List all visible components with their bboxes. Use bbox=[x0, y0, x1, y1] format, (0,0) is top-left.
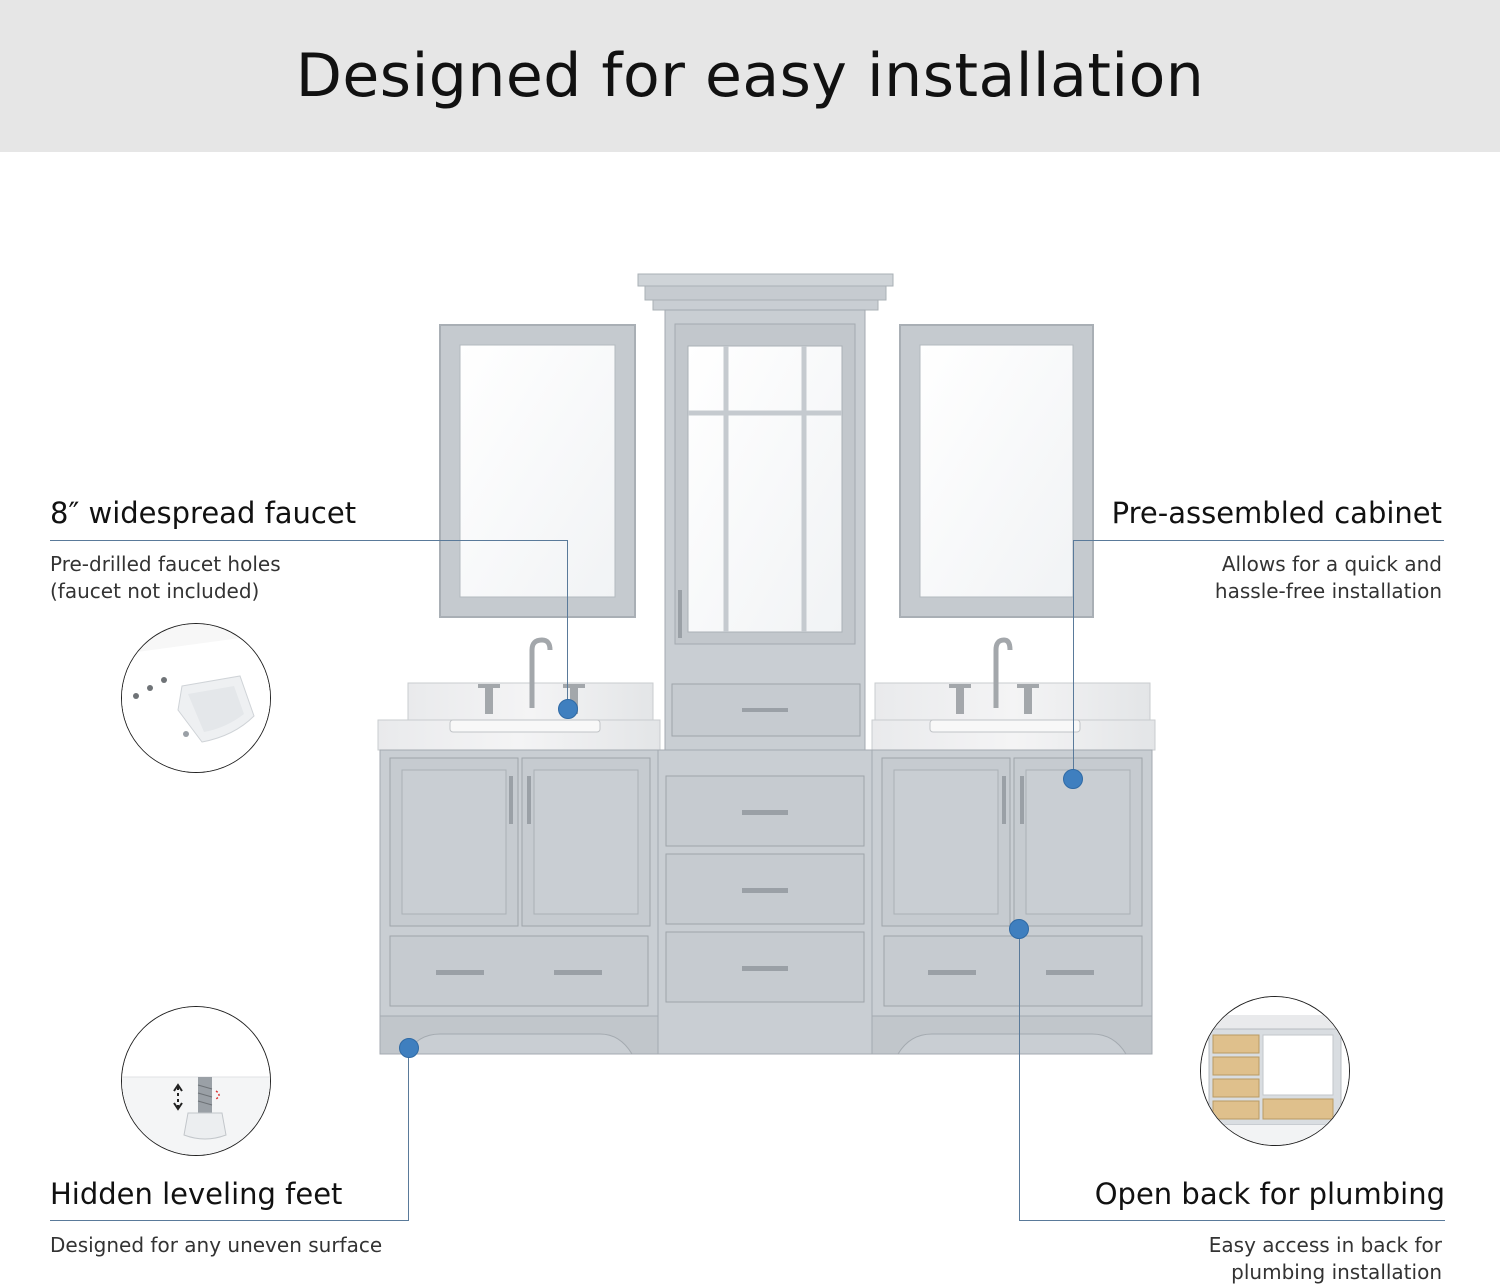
cabinet-callout-line-v bbox=[1073, 540, 1074, 778]
left-vanity bbox=[377, 637, 661, 1055]
right-mirror bbox=[899, 324, 1094, 618]
faucet-callout-line-v bbox=[567, 540, 568, 708]
page-title: Designed for easy installation bbox=[295, 41, 1205, 111]
feet-feature-desc: Designed for any uneven surface bbox=[50, 1232, 382, 1259]
cabinet-callout-line-h bbox=[1073, 540, 1444, 541]
faucet-callout-dot bbox=[558, 699, 578, 719]
plumbing-desc-line-2: plumbing installation bbox=[1231, 1260, 1442, 1284]
cabinet-desc-line-1: Allows for a quick and bbox=[1221, 552, 1442, 576]
faucet-callout-line-h bbox=[50, 540, 568, 541]
faucet-feature-desc: Pre-drilled faucet holes (faucet not inc… bbox=[50, 551, 281, 605]
left-mirror bbox=[439, 324, 636, 618]
feet-callout-dot bbox=[399, 1038, 419, 1058]
leveling-foot-icon bbox=[121, 1006, 271, 1156]
cabinet-callout-dot bbox=[1063, 769, 1083, 789]
feet-feature-title: Hidden leveling feet bbox=[50, 1177, 343, 1211]
center-drawer-base bbox=[657, 749, 873, 1055]
tower-cabinet bbox=[637, 273, 894, 751]
cabinet-desc-line-2: hassle-free installation bbox=[1214, 579, 1442, 603]
cabinet-feature-desc: Allows for a quick and hassle-free insta… bbox=[1215, 551, 1442, 605]
plumbing-callout-line-v bbox=[1019, 928, 1020, 1220]
vanity-illustration bbox=[377, 273, 1156, 1055]
plumbing-callout-dot bbox=[1009, 919, 1029, 939]
cabinet-feature-title: Pre-assembled cabinet bbox=[1111, 496, 1442, 530]
sink-closeup-icon bbox=[121, 623, 271, 773]
feet-desc-line-1: Designed for any uneven surface bbox=[50, 1233, 383, 1257]
feet-callout-line-v bbox=[408, 1047, 409, 1220]
right-vanity bbox=[871, 637, 1156, 1055]
plumbing-feature-title: Open back for plumbing bbox=[1094, 1177, 1445, 1211]
faucet-desc-line-1: Pre-drilled faucet holes bbox=[50, 552, 281, 576]
plumbing-feature-desc: Easy access in back for plumbing install… bbox=[1209, 1232, 1442, 1286]
feet-callout-line-h bbox=[50, 1220, 409, 1221]
plumbing-desc-line-1: Easy access in back for bbox=[1208, 1233, 1442, 1257]
header-banner: Designed for easy installation bbox=[0, 0, 1500, 152]
faucet-desc-line-2: (faucet not included) bbox=[50, 579, 260, 603]
faucet-feature-title: 8″ widespread faucet bbox=[50, 496, 357, 530]
plumbing-callout-line-h bbox=[1019, 1220, 1445, 1221]
open-back-cabinet-icon bbox=[1200, 996, 1350, 1146]
